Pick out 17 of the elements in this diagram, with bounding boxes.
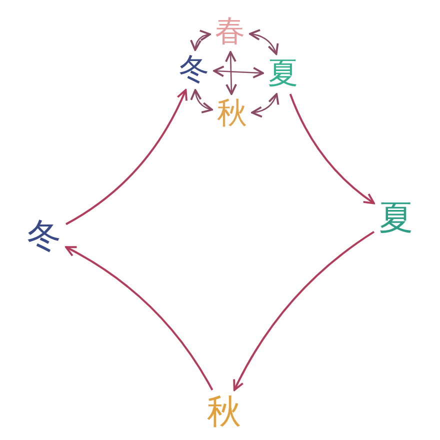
arrow [190, 30, 211, 51]
arrow [213, 66, 264, 78]
arrow [65, 246, 214, 390]
season-character: 秋 [205, 393, 243, 431]
arrow [249, 29, 278, 55]
season-character: 秋 [215, 97, 249, 131]
arrow [224, 51, 238, 95]
season-character: 冬 [25, 217, 63, 255]
season-character: 夏 [266, 57, 300, 91]
season-character: 夏 [377, 199, 415, 237]
arrow [233, 230, 375, 391]
arrow [66, 89, 188, 226]
season-character: 春 [213, 15, 247, 49]
arrow [289, 94, 375, 204]
season-character: 冬 [177, 53, 211, 87]
arrow [251, 93, 279, 118]
arrow [190, 89, 213, 113]
